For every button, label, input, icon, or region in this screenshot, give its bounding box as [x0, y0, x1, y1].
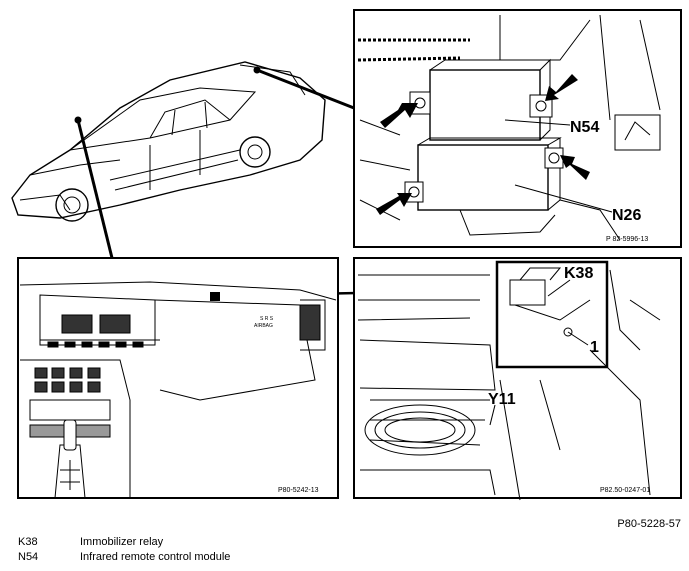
figure-reference: P80-5228-57	[617, 518, 681, 530]
panel-bottom-left: S R S AIRBAG P80-5242-13	[17, 257, 339, 499]
panel-top-right: N54 N26 P 82-5996-13	[353, 9, 682, 248]
panel-ref-bottom-right: P82.50-0247-01	[600, 487, 650, 494]
legend-code: N54	[18, 551, 39, 563]
car-illustration	[11, 61, 326, 222]
callout-y11: Y11	[488, 391, 516, 408]
dashboard-srs: S R S	[260, 316, 274, 322]
callout-k38: K38	[564, 265, 593, 282]
callout-n54: N54	[570, 119, 599, 136]
dashboard-airbag: AIRBAG	[254, 323, 273, 329]
panel-ref-top-right: P 82-5996-13	[606, 236, 648, 243]
legend-description: Immobilizer relay	[80, 536, 164, 548]
callout-1: 1	[590, 339, 599, 356]
pointer-arrows	[376, 74, 590, 215]
legend-description: Infrared remote control module	[80, 551, 231, 563]
callout-n26: N26	[612, 207, 641, 224]
legend-item: N54 Infrared remote control module	[18, 550, 230, 564]
panel-ref-bottom-left: P80-5242-13	[278, 487, 319, 494]
legend-code: K38	[18, 536, 38, 548]
legend-item: K38 Immobilizer relay	[18, 535, 163, 549]
panel-bottom-right: K38 1 Y11 P82.50-0247-01	[353, 257, 682, 501]
